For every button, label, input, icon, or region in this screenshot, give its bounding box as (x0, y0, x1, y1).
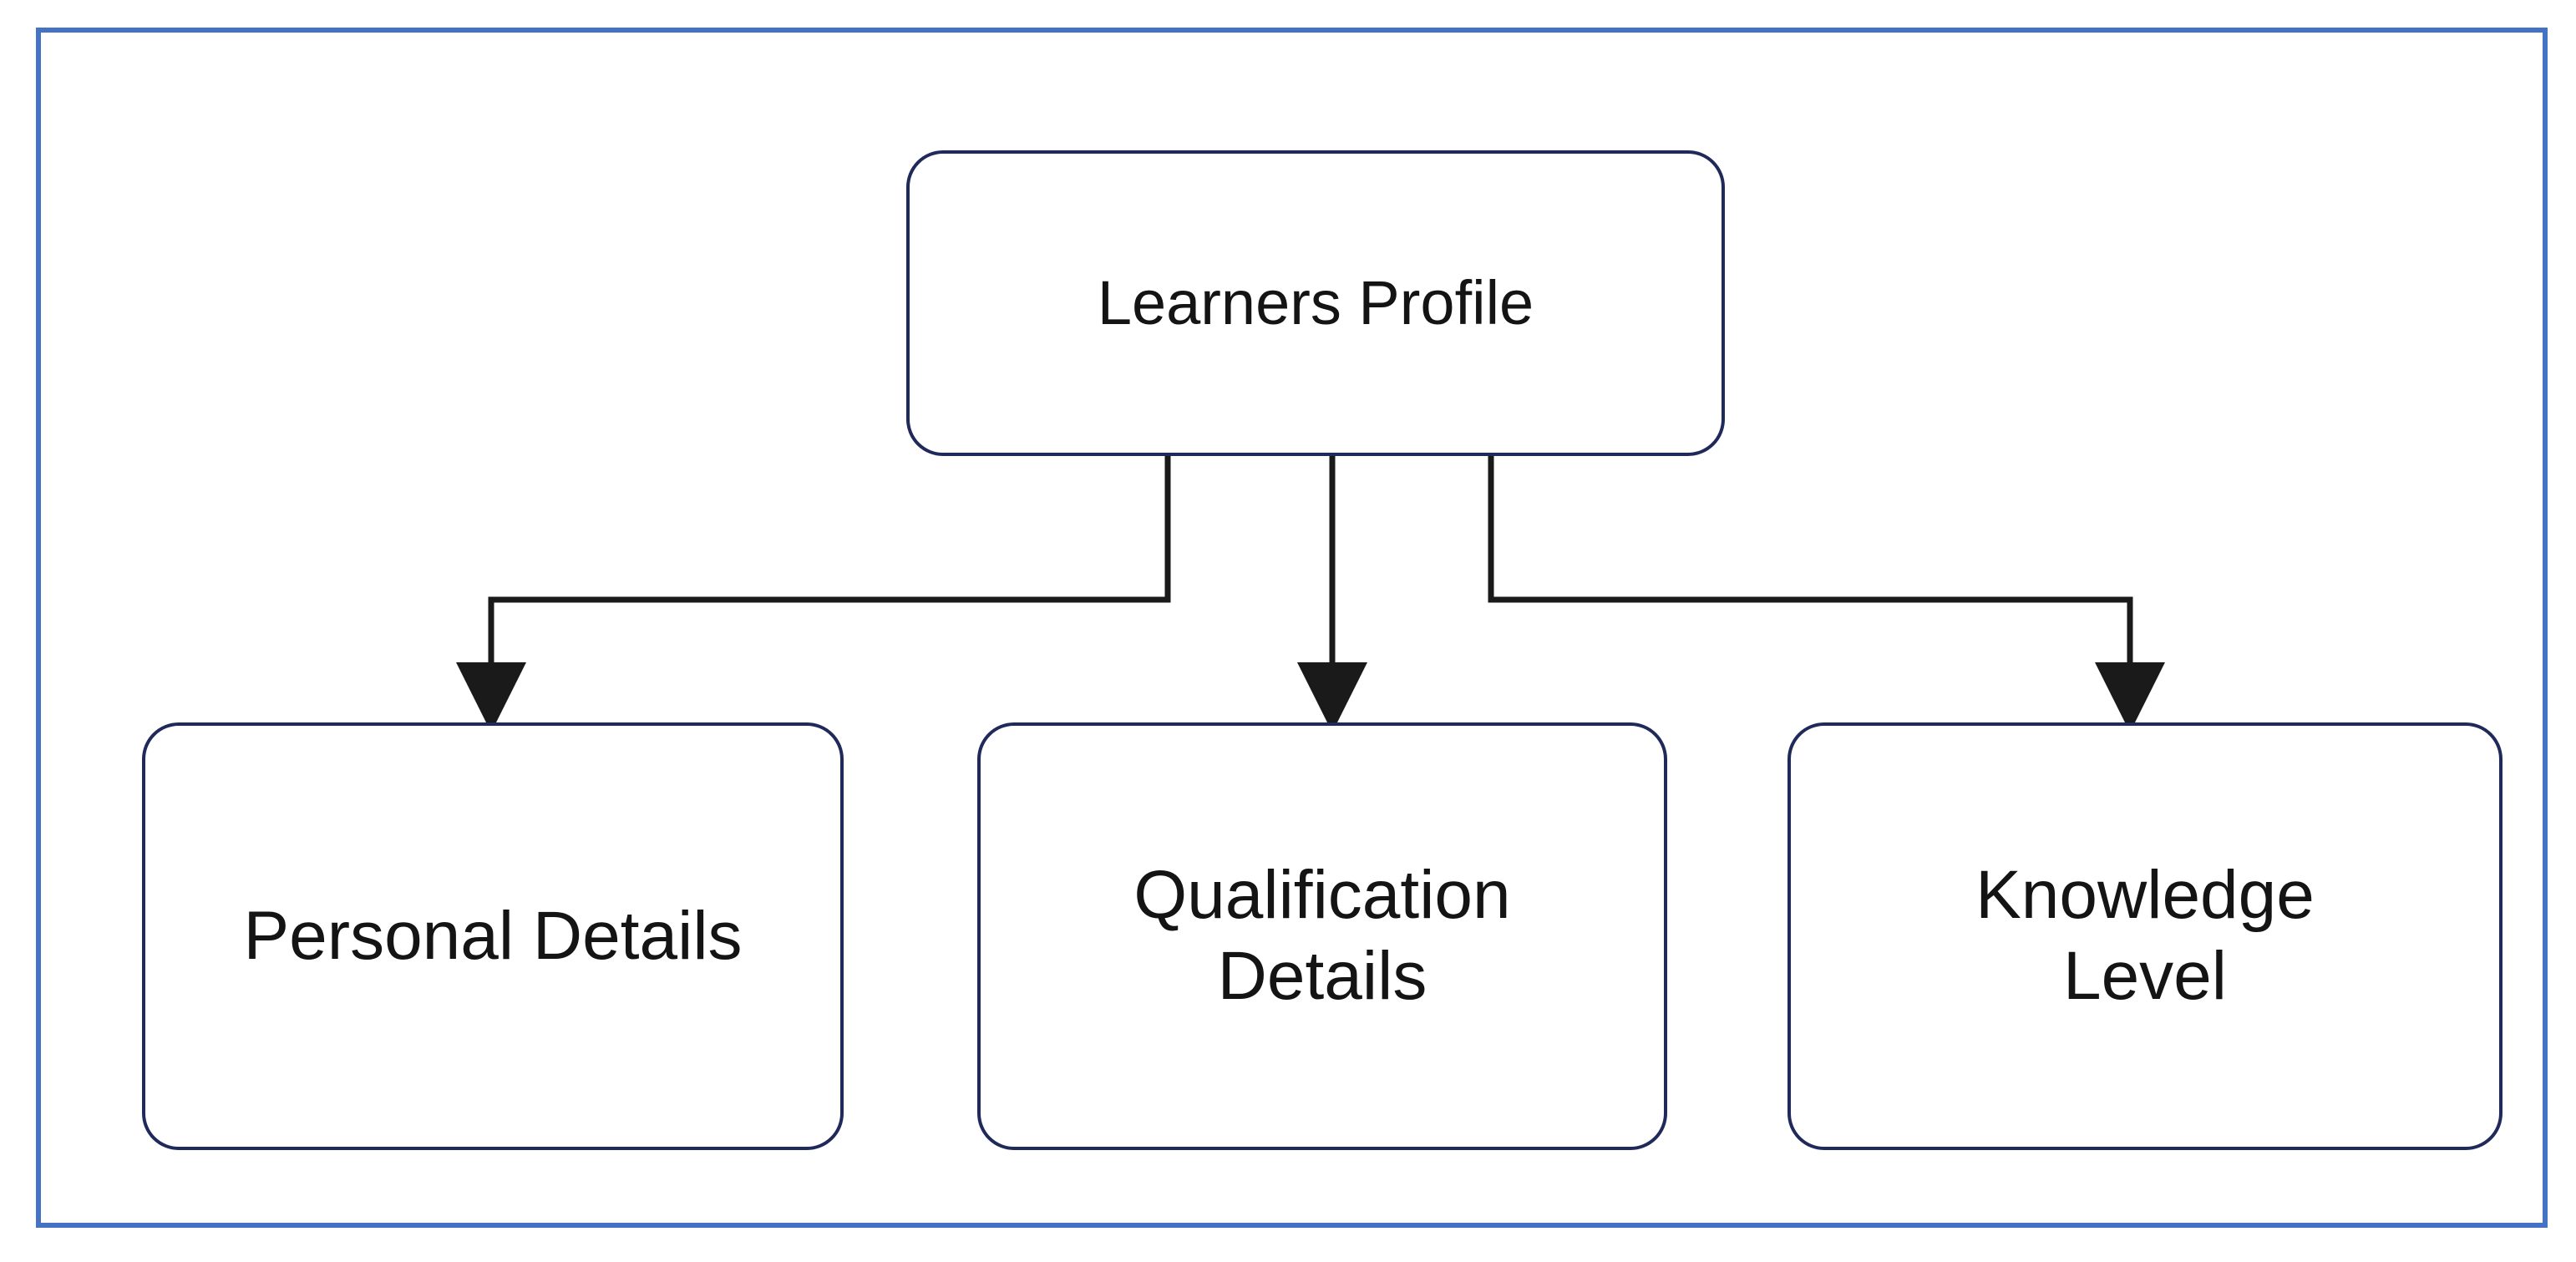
node-qualification-details-label: Qualification Details (1133, 857, 1511, 1014)
node-qualification-details[interactable]: Qualification Details (977, 722, 1667, 1150)
node-knowledge-level-label: Knowledge Level (1975, 857, 2315, 1014)
diagram-outer-frame (36, 28, 2548, 1228)
node-personal-details-label: Personal Details (243, 897, 743, 974)
edge-root-to-personal-details (456, 456, 1171, 732)
node-learners-profile-label: Learners Profile (1097, 268, 1534, 338)
edge-root-to-knowledge-level (1488, 456, 2165, 732)
node-knowledge-level[interactable]: Knowledge Level (1787, 722, 2502, 1150)
node-personal-details[interactable]: Personal Details (142, 722, 844, 1150)
node-learners-profile[interactable]: Learners Profile (906, 150, 1725, 456)
